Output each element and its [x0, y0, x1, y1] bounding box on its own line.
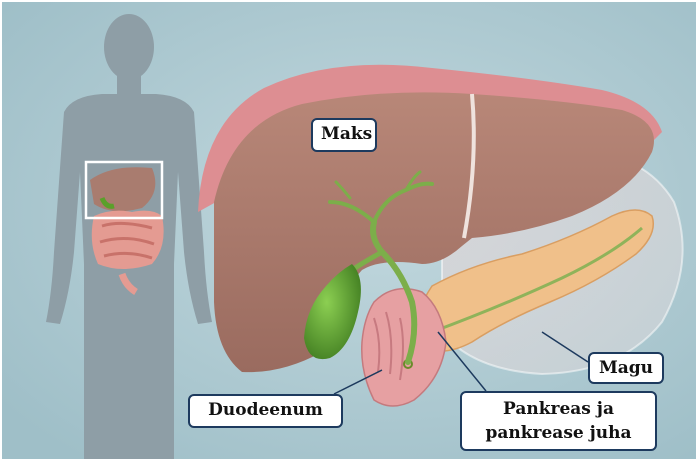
label-pancreas-line1: Pankreas ja: [470, 397, 647, 421]
label-pancreas-line2: pankrease juha: [470, 421, 647, 445]
label-stomach: Magu: [588, 352, 664, 384]
label-liver: Maks: [311, 118, 377, 152]
label-duodenum: Duodeenum: [188, 394, 343, 428]
label-pancreas: Pankreas ja pankrease juha: [460, 391, 657, 451]
